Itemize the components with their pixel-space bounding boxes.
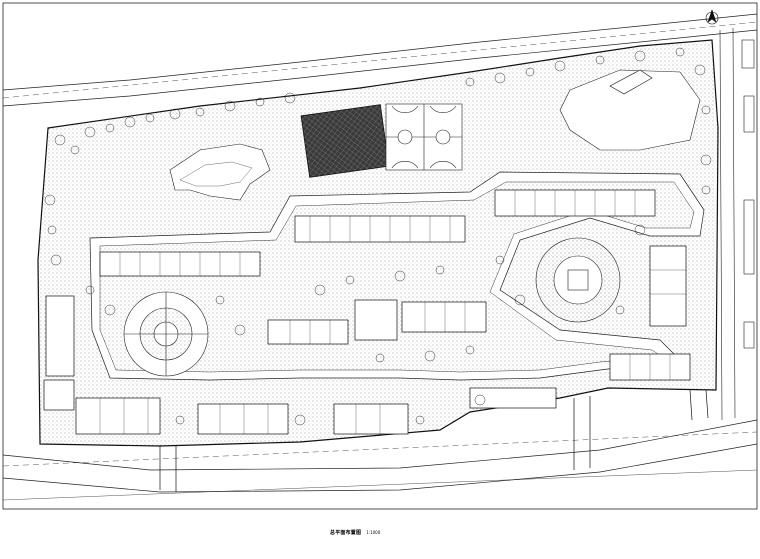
pavilion: [609, 69, 653, 95]
building-block: [354, 299, 398, 341]
basketball-courts: [385, 103, 463, 171]
building-block: [43, 379, 75, 411]
building-block: [75, 397, 161, 435]
garden-feature: [169, 143, 271, 201]
building-units: [99, 190, 686, 434]
inner-ring-road-edge: [99, 181, 695, 373]
drawing-caption: 总平面布置图 1:1000: [330, 527, 380, 537]
landscape-lake: [559, 69, 701, 151]
drawing-frame: [2, 2, 758, 510]
drawing-title: 总平面布置图: [330, 529, 362, 536]
building-block: [649, 245, 687, 327]
north-road: [2, 13, 758, 107]
building-block: [401, 301, 487, 333]
building-block: [45, 295, 75, 377]
tree-canopy: [44, 47, 712, 426]
east-road: [719, 27, 755, 421]
building-block: [197, 403, 289, 435]
entrance-gates: [159, 389, 709, 492]
east-round-landscape: [535, 237, 621, 323]
building-block: [469, 387, 557, 409]
garden-path: [179, 161, 253, 187]
building-block: [294, 215, 466, 243]
central-plaza: [123, 291, 209, 377]
building-block: [333, 403, 409, 435]
north-arrow-icon: [705, 9, 719, 25]
drawing-scale: 1:1000: [366, 529, 381, 535]
south-road: [2, 419, 758, 501]
building-block: [267, 319, 349, 345]
tennis-courts: [300, 104, 390, 178]
